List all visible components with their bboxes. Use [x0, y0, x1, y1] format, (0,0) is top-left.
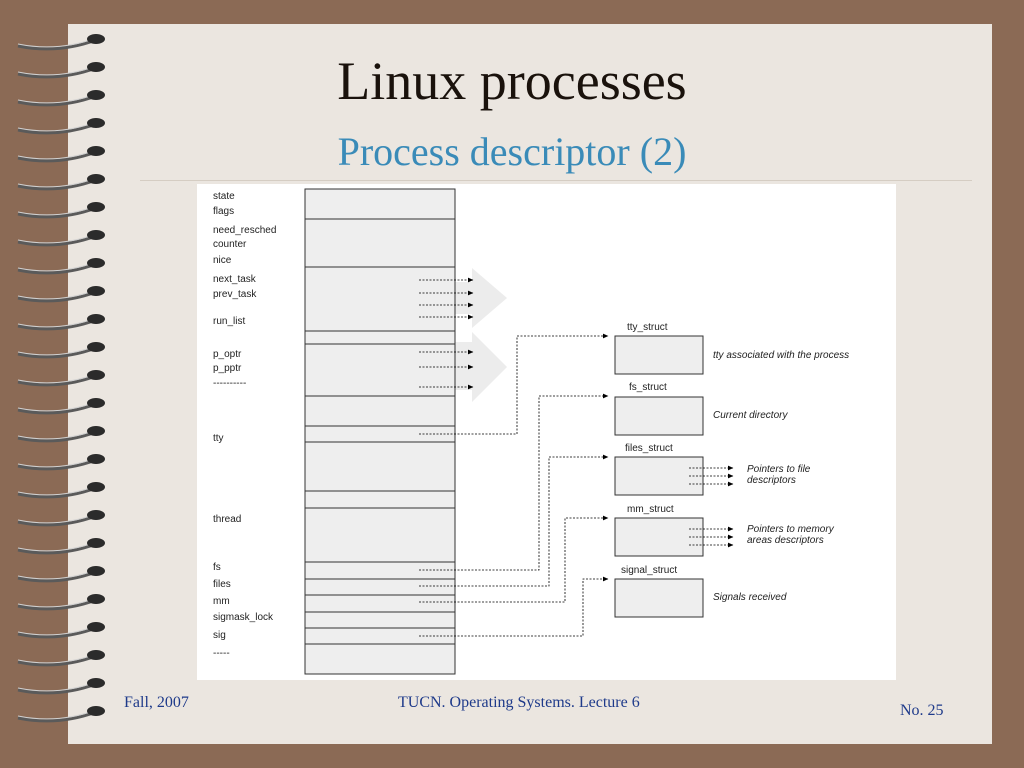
binding-coil [17, 34, 105, 51]
binding-coil [17, 622, 105, 639]
descriptor-column [304, 188, 456, 675]
footer-course: TUCN. Operating Systems. Lecture 6 [398, 694, 640, 711]
struct-label: fs_struct [629, 382, 667, 393]
field-label: nice [213, 255, 232, 266]
binding-coil [17, 454, 105, 471]
tty-struct-box [614, 335, 704, 375]
binding-coil [17, 566, 105, 583]
struct-note: areas descriptors [747, 535, 824, 546]
process-descriptor-diagram: state flags need_resched counter nice ne… [197, 184, 896, 680]
binding-coil [17, 538, 105, 555]
footer-date: Fall, 2007 [124, 694, 189, 711]
field-label: p_optr [213, 349, 242, 360]
struct-label: tty_struct [627, 322, 668, 333]
binding-coil [17, 482, 105, 499]
field-label: need_resched [213, 225, 276, 236]
field-label: p_pptr [213, 363, 242, 374]
binding-coil [17, 174, 105, 191]
mm-struct-box [614, 517, 704, 557]
field-label: sigmask_lock [213, 612, 274, 623]
binding-coil [17, 706, 105, 723]
slide-subtitle: Process descriptor (2) [337, 129, 687, 174]
field-label: state [213, 191, 235, 202]
sig-connector [419, 576, 609, 637]
slide-title: Linux processes [337, 51, 687, 111]
slide-number: No. 25 [900, 702, 944, 719]
binding-coil [17, 202, 105, 219]
field-label: fs [213, 562, 221, 573]
binding-coil [17, 594, 105, 611]
field-label: ---------- [213, 378, 246, 389]
signal-struct-box [614, 578, 704, 618]
field-label: flags [213, 206, 234, 217]
tty-connector [419, 333, 609, 435]
struct-note: Pointers to memory [747, 524, 835, 535]
struct-label: signal_struct [621, 565, 677, 576]
binding-coil [17, 230, 105, 247]
binding-coil [17, 650, 105, 667]
field-label: files [213, 579, 231, 590]
spiral-binding [17, 34, 105, 723]
binding-coil [17, 370, 105, 387]
struct-note: descriptors [747, 475, 796, 486]
struct-label: mm_struct [627, 504, 674, 515]
binding-coil [17, 314, 105, 331]
struct-note: tty associated with the process [713, 350, 849, 361]
struct-connectors [419, 333, 609, 637]
files-struct-box [614, 456, 704, 496]
fs-struct-box [614, 396, 704, 436]
field-label: counter [213, 239, 247, 250]
struct-pointer-arrows [689, 465, 734, 548]
pointer-chevron [452, 268, 507, 328]
descriptor-dividers [305, 218, 455, 645]
field-label: sig [213, 630, 226, 641]
field-label: thread [213, 514, 241, 525]
binding-coil [17, 146, 105, 163]
struct-note: Current directory [713, 410, 788, 421]
binding-coil [17, 510, 105, 527]
fs-connector [419, 393, 609, 571]
binding-coil [17, 62, 105, 79]
binding-coil [17, 426, 105, 443]
binding-coil [17, 398, 105, 415]
field-label: prev_task [213, 289, 257, 300]
field-label: mm [213, 596, 230, 607]
struct-label: files_struct [625, 443, 673, 454]
binding-coil [17, 118, 105, 135]
field-label: tty [213, 433, 224, 444]
files-connector [419, 454, 609, 587]
title-divider [140, 180, 972, 181]
list-pointer-arrows [419, 277, 474, 390]
binding-coil [17, 258, 105, 275]
pointer-chevron [452, 332, 507, 402]
field-label: next_task [213, 274, 257, 285]
struct-note: Signals received [713, 592, 787, 603]
struct-note: Pointers to file [747, 464, 811, 475]
binding-coil [17, 342, 105, 359]
binding-coil [17, 90, 105, 107]
binding-coil [17, 678, 105, 695]
field-label: run_list [213, 316, 245, 327]
field-label: ----- [213, 648, 230, 659]
binding-coil [17, 286, 105, 303]
